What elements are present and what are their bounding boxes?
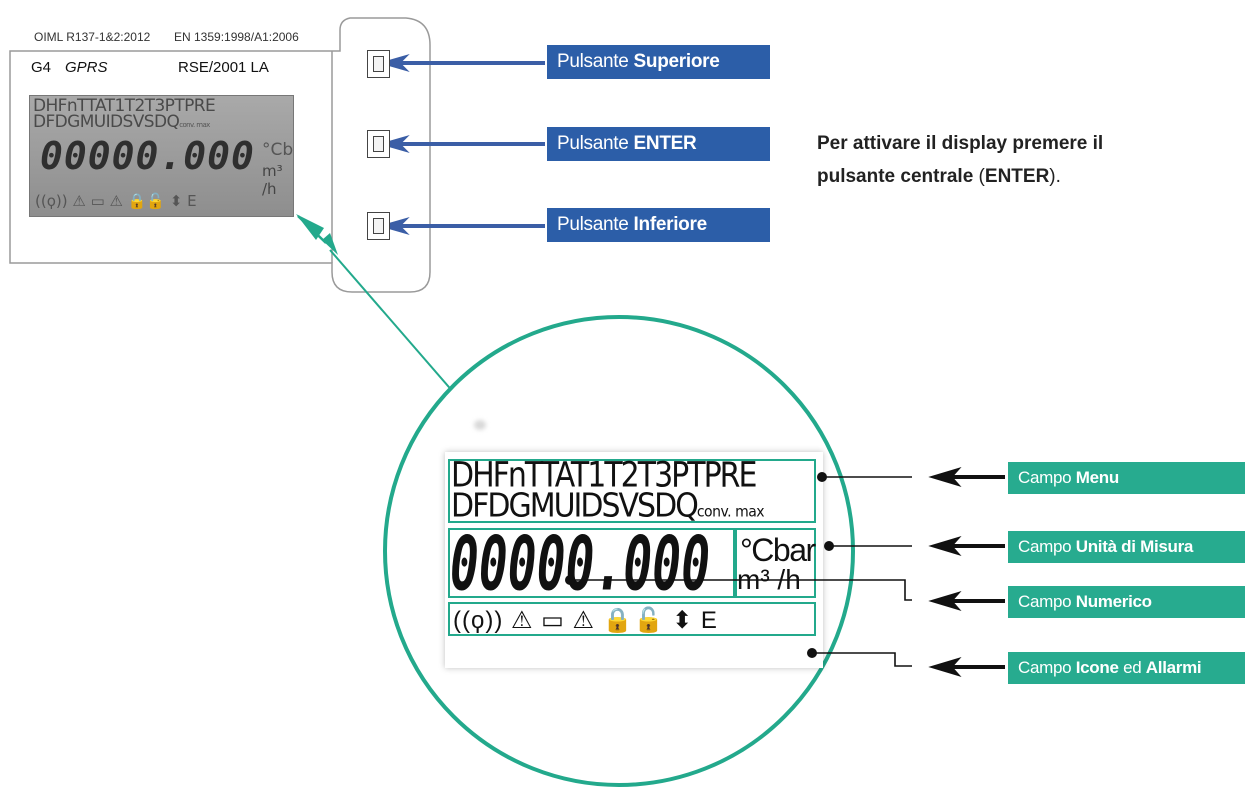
meter-lcd: DHFnTTAT1T2T3PTPRE DFDGMUIDSVSDQconv. ma…: [29, 95, 294, 217]
label-upper-button: Pulsante Superiore: [547, 45, 770, 79]
numeric-field-box: [448, 528, 735, 598]
zoom-menu-line2: DFDGMUIDSVSDQconv. max: [451, 486, 765, 526]
lcd-unit-bottom: m³ /h: [262, 162, 283, 198]
lcd-menu-sub: conv. max: [179, 121, 210, 129]
zoom-lcd: DHFnTTAT1T2T3PTPRE DFDGMUIDSVSDQconv. ma…: [445, 452, 823, 668]
label-enter-button: Pulsante ENTER: [547, 127, 770, 161]
meter-model: RSE/2001 LA: [178, 59, 269, 76]
meter-comm: GPRS: [65, 59, 108, 76]
zoom-menu-sub: conv. max: [696, 503, 765, 521]
zoom-menu-line1: DHFnTTAT1T2T3PTPRE: [451, 455, 757, 496]
instruction-line1: Per attivare il display premere il: [817, 133, 1104, 154]
label-units-field: Campo Unità di Misura: [1008, 531, 1245, 563]
zoom-digits: 00000.000: [450, 521, 711, 609]
upper-button[interactable]: [367, 50, 390, 78]
enter-button[interactable]: [367, 130, 390, 158]
label-menu-field: Campo Menu: [1008, 462, 1245, 494]
meter-size: G4: [31, 59, 52, 76]
standard-en: EN 1359:1998/A1:2006: [174, 30, 299, 44]
zoom-shadow-dot: [474, 420, 486, 430]
lcd-menu-line1: DHFnTTAT1T2T3PTPRE: [33, 96, 216, 116]
lcd-icons: ((ϙ)) ⚠ ▭ ⚠ 🔒🔓 ⬍ E: [35, 192, 197, 210]
standard-oiml: OIML R137-1&2:2012: [34, 30, 151, 44]
field-connectors: [570, 476, 912, 667]
zoom-unit-top: °Cbar: [740, 532, 816, 568]
instruction-line2: pulsante centrale (ENTER).: [817, 166, 1061, 187]
label-icons-field: Campo Icone ed Allarmi: [1008, 652, 1245, 684]
lcd-digits: 00000.000: [40, 134, 255, 178]
icons-field-box: [448, 602, 816, 636]
lower-button[interactable]: [367, 212, 390, 240]
field-dots: [565, 472, 834, 658]
lcd-unit-top: °Cbar: [262, 140, 294, 160]
instruction-text: Per attivare il display premere il pulsa…: [817, 127, 1245, 193]
label-lower-button: Pulsante Inferiore: [547, 208, 770, 242]
units-field-box: [735, 528, 816, 598]
lcd-menu-line2: DFDGMUIDSVSDQconv. max: [33, 112, 210, 132]
zoom-icons: ((ϙ)) ⚠ ▭ ⚠ 🔒🔓 ⬍ E: [453, 607, 718, 634]
blue-arrows: [378, 53, 545, 236]
black-arrows: [928, 467, 1005, 677]
menu-field-box: [448, 459, 816, 523]
label-numeric-field: Campo Numerico: [1008, 586, 1245, 618]
